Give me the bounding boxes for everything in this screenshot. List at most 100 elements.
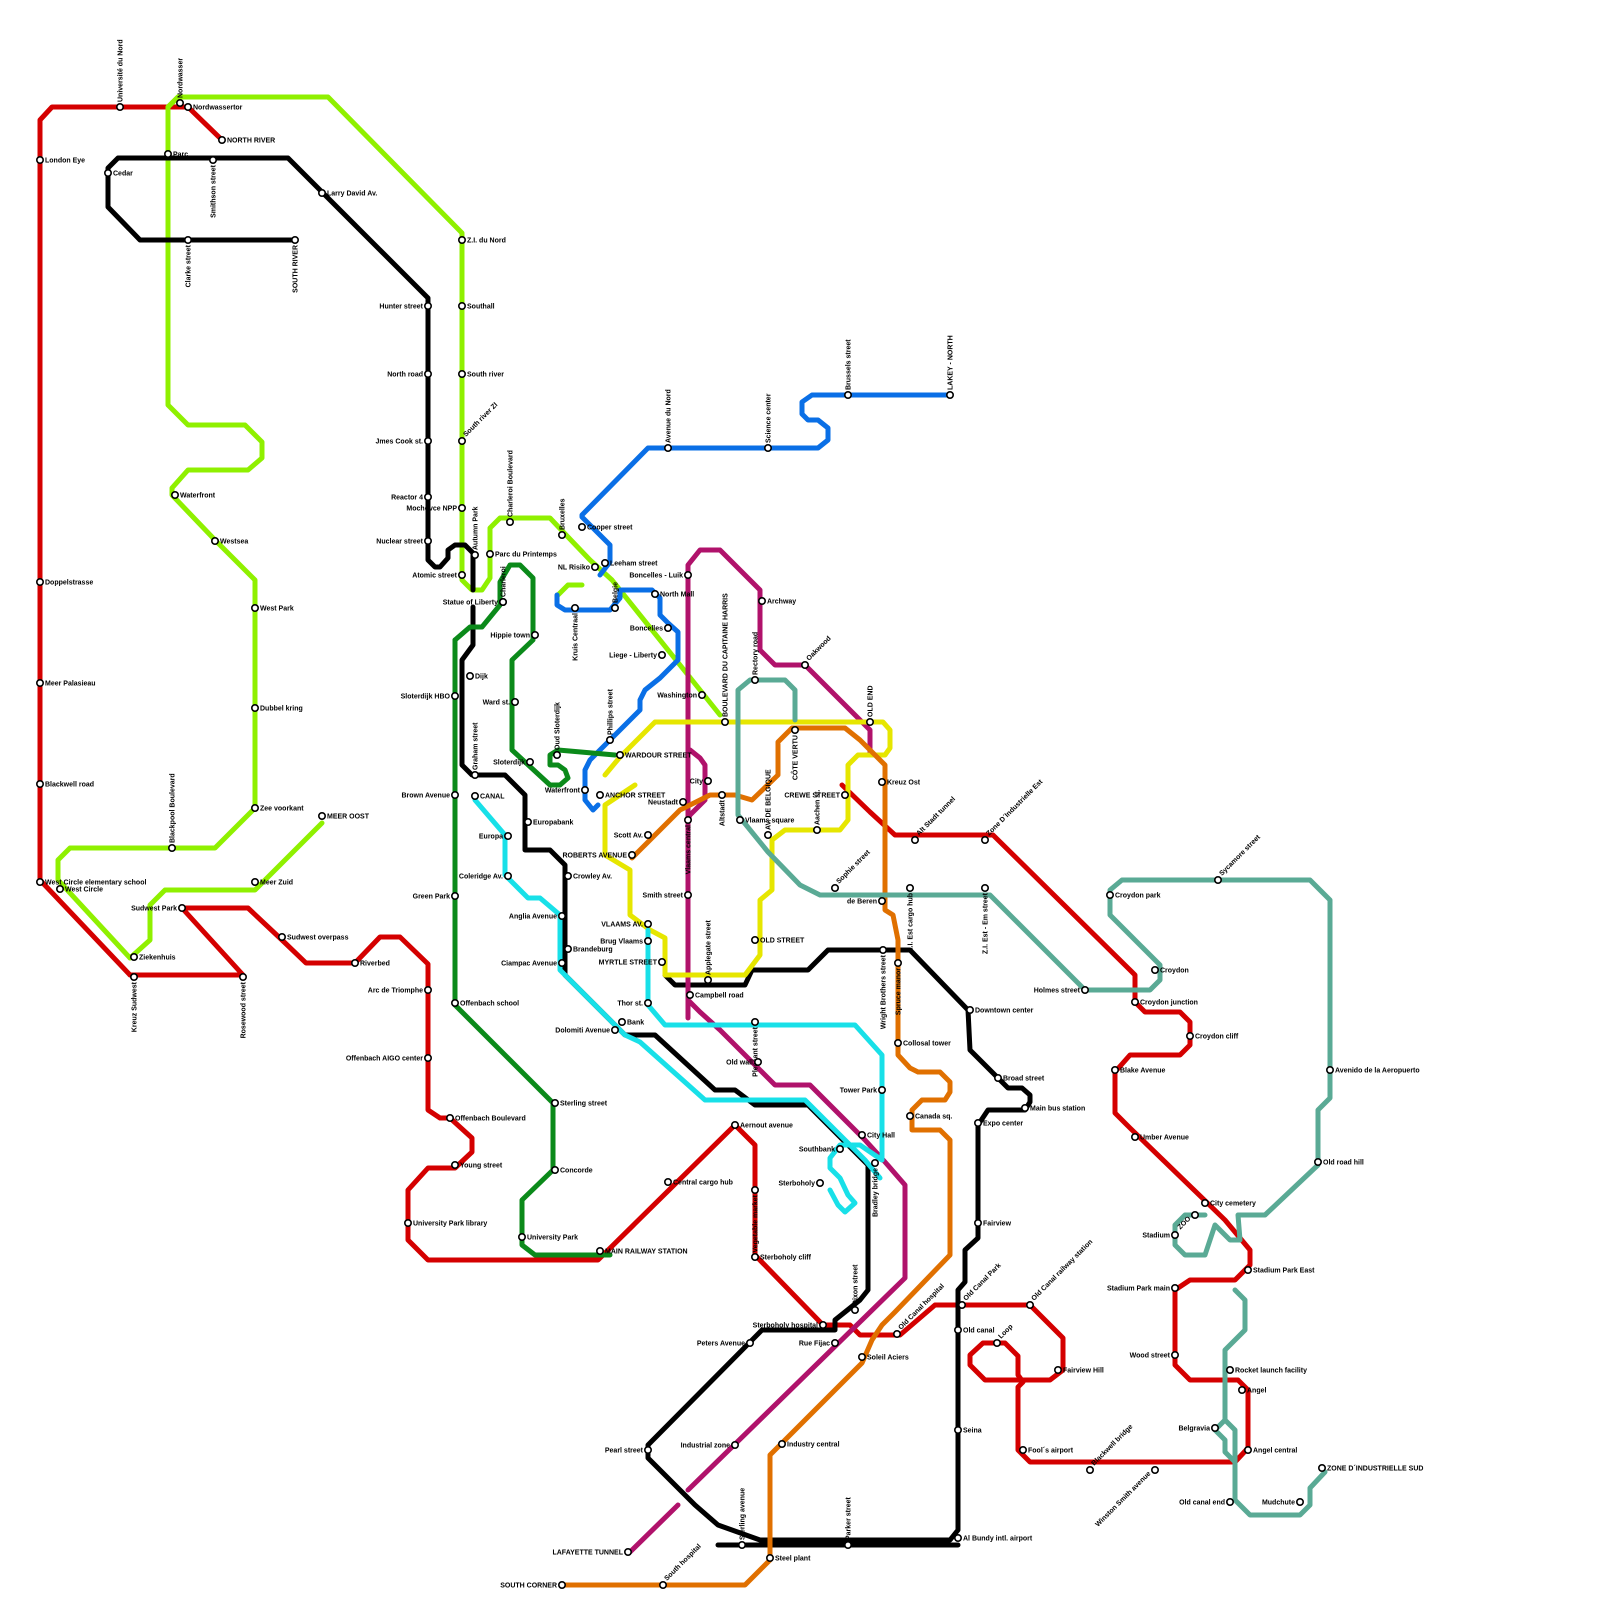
station-marker[interactable]	[837, 1146, 843, 1152]
station-marker[interactable]	[852, 1307, 858, 1313]
station-marker[interactable]	[1082, 987, 1088, 993]
station[interactable]: Charleroi	[500, 566, 508, 605]
station-marker[interactable]	[879, 779, 885, 785]
station[interactable]: Kruis Centraal	[572, 605, 580, 661]
station[interactable]: Boncelles	[630, 625, 671, 633]
station[interactable]: Clarke street	[185, 237, 193, 288]
station-marker[interactable]	[752, 1019, 758, 1025]
station[interactable]: Arc de Triomphe	[368, 987, 431, 995]
station-marker[interactable]	[607, 737, 613, 743]
station-marker[interactable]	[982, 885, 988, 891]
station-marker[interactable]	[752, 937, 758, 943]
station[interactable]: Bradley bridge	[872, 1160, 880, 1217]
station-marker[interactable]	[845, 392, 851, 398]
station-marker[interactable]	[779, 1441, 785, 1447]
station-marker[interactable]	[1319, 1465, 1325, 1471]
station-marker[interactable]	[597, 792, 603, 798]
station[interactable]: Seina	[955, 1427, 982, 1435]
station[interactable]: Sycamore street	[1215, 833, 1263, 883]
station-marker[interactable]	[527, 759, 533, 765]
station[interactable]: Rocket launch facility	[1227, 1367, 1307, 1375]
station[interactable]: Croydon junction	[1132, 999, 1198, 1007]
station[interactable]: Vegetable market	[752, 1187, 760, 1253]
station-marker[interactable]	[792, 727, 798, 733]
station-marker[interactable]	[867, 719, 873, 725]
station-marker[interactable]	[722, 719, 728, 725]
station-marker[interactable]	[582, 787, 588, 793]
station-marker[interactable]	[512, 699, 518, 705]
station-marker[interactable]	[880, 947, 886, 953]
station-marker[interactable]	[1132, 999, 1138, 1005]
station-marker[interactable]	[552, 1167, 558, 1173]
station[interactable]: BOULEVARD DU CAPITAINE HARRIS	[722, 593, 730, 725]
station-marker[interactable]	[185, 237, 191, 243]
station-marker[interactable]	[452, 1000, 458, 1006]
station-marker[interactable]	[907, 1113, 913, 1119]
station-marker[interactable]	[685, 892, 691, 898]
station[interactable]: Al Bundy intl. airport	[955, 1535, 1033, 1543]
station-marker[interactable]	[459, 303, 465, 309]
station[interactable]: Crowley Av.	[565, 873, 612, 881]
station[interactable]: Avenue du Nord	[665, 389, 673, 451]
station-marker[interactable]	[1202, 1200, 1208, 1206]
station[interactable]: Tower Park	[840, 1087, 885, 1095]
station-marker[interactable]	[765, 832, 771, 838]
station[interactable]: Hunter street	[379, 303, 431, 311]
station-marker[interactable]	[1327, 1067, 1333, 1073]
station-marker[interactable]	[57, 886, 63, 892]
station[interactable]: Liege - Liberty	[609, 652, 665, 660]
station-marker[interactable]	[532, 632, 538, 638]
station-marker[interactable]	[519, 1234, 525, 1240]
station[interactable]: Central cargo hub	[665, 1179, 733, 1187]
station[interactable]: South river	[459, 371, 504, 379]
station[interactable]: Ziekenhuis	[131, 954, 176, 962]
station-marker[interactable]	[552, 1100, 558, 1106]
station[interactable]: Croydon	[1152, 967, 1189, 975]
station-marker[interactable]	[405, 1220, 411, 1226]
station[interactable]: Downtown center	[967, 1007, 1034, 1015]
station-marker[interactable]	[859, 1132, 865, 1138]
station-marker[interactable]	[685, 572, 691, 578]
station-marker[interactable]	[1227, 1499, 1233, 1505]
station[interactable]: Stadium	[1142, 1232, 1178, 1240]
station[interactable]: West Park	[252, 605, 294, 613]
station[interactable]: WARDOUR STREET	[617, 752, 692, 760]
station[interactable]: Belgie	[612, 582, 620, 611]
station[interactable]: Offenbach Boulevard	[447, 1115, 526, 1123]
station[interactable]: Statue of Liberty	[443, 599, 506, 607]
station-marker[interactable]	[452, 1162, 458, 1168]
station-marker[interactable]	[602, 560, 608, 566]
station[interactable]: Nuclear street	[376, 538, 431, 546]
station-marker[interactable]	[447, 1115, 453, 1121]
station[interactable]: Ciampac Avenue	[501, 960, 565, 968]
station-marker[interactable]	[505, 833, 511, 839]
station-marker[interactable]	[219, 137, 225, 143]
station-marker[interactable]	[459, 237, 465, 243]
station[interactable]: OLD STREET	[752, 937, 805, 945]
station-marker[interactable]	[894, 1331, 900, 1337]
station[interactable]: Archway	[759, 598, 796, 606]
station[interactable]: Zone D´Industrielle Est	[982, 778, 1045, 843]
station-marker[interactable]	[1212, 1425, 1218, 1431]
station-marker[interactable]	[752, 677, 758, 683]
station-marker[interactable]	[832, 885, 838, 891]
station-marker[interactable]	[895, 960, 901, 966]
station-marker[interactable]	[982, 837, 988, 843]
station[interactable]: Reactor 4	[391, 494, 431, 502]
station-marker[interactable]	[37, 879, 43, 885]
station-marker[interactable]	[459, 371, 465, 377]
station-marker[interactable]	[1172, 1285, 1178, 1291]
station[interactable]: Belgravia	[1178, 1425, 1218, 1433]
station[interactable]: Washington	[657, 692, 705, 700]
station[interactable]: Sophie street	[832, 849, 872, 892]
station-marker[interactable]	[565, 873, 571, 879]
station[interactable]: Sterboholy cliff	[752, 1254, 812, 1262]
station-marker[interactable]	[629, 852, 635, 858]
station-marker[interactable]	[352, 960, 358, 966]
station-marker[interactable]	[592, 564, 598, 570]
station-marker[interactable]	[645, 1000, 651, 1006]
station-marker[interactable]	[252, 805, 258, 811]
station-marker[interactable]	[525, 819, 531, 825]
station[interactable]: Southall	[459, 303, 495, 311]
station[interactable]: Graham street	[472, 722, 480, 778]
